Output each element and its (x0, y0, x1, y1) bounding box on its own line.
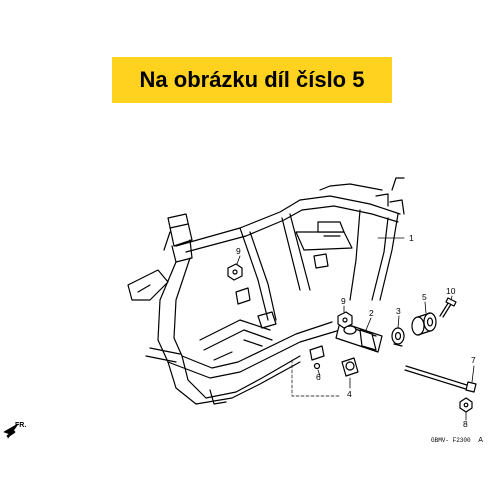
clip-6 (309, 345, 325, 370)
callout-2: 2 (369, 308, 374, 318)
nut-9-left (227, 263, 243, 281)
bolt-10 (439, 297, 457, 318)
banner-text: Na obrázku díl číslo 5 (139, 67, 365, 92)
figure-suffix: A (478, 437, 483, 444)
front-direction-label: FR. (15, 422, 27, 429)
exploded-group-bracket (291, 359, 341, 397)
callout-leader-10 (450, 295, 453, 301)
nut-9-right (337, 311, 353, 329)
callout-3: 3 (396, 306, 401, 316)
callout-7: 7 (471, 355, 476, 365)
callout-9-left: 9 (236, 246, 241, 256)
callout-leader-6 (317, 369, 321, 377)
rubber-bushing-4 (341, 357, 359, 377)
callout-9-right: 9 (341, 296, 346, 306)
callout-8: 8 (463, 419, 468, 429)
callout-leader-9a (236, 255, 241, 265)
front-arrow-icon (3, 423, 19, 439)
bushing-5 (411, 312, 437, 336)
callout-leader-5 (424, 301, 427, 314)
nut-8 (459, 397, 473, 413)
collar-3 (391, 327, 405, 347)
part-number-banner: Na obrázku díl číslo 5 (112, 57, 392, 103)
callout-5: 5 (422, 292, 427, 302)
figure-code-text: GBMV- F2300 (431, 437, 471, 444)
callout-leader-2 (365, 317, 372, 331)
callout-leader-7 (471, 365, 475, 383)
figure-code: GBMV- F2300 A (431, 437, 483, 444)
callout-4: 4 (347, 389, 352, 399)
long-bolt-7 (404, 365, 477, 393)
callout-1: 1 (409, 233, 414, 243)
callout-leader-3 (397, 315, 400, 329)
callout-6: 6 (316, 372, 321, 382)
callout-10: 10 (446, 286, 456, 296)
engine-hanger-2 (335, 321, 383, 353)
frame-body (127, 177, 405, 405)
